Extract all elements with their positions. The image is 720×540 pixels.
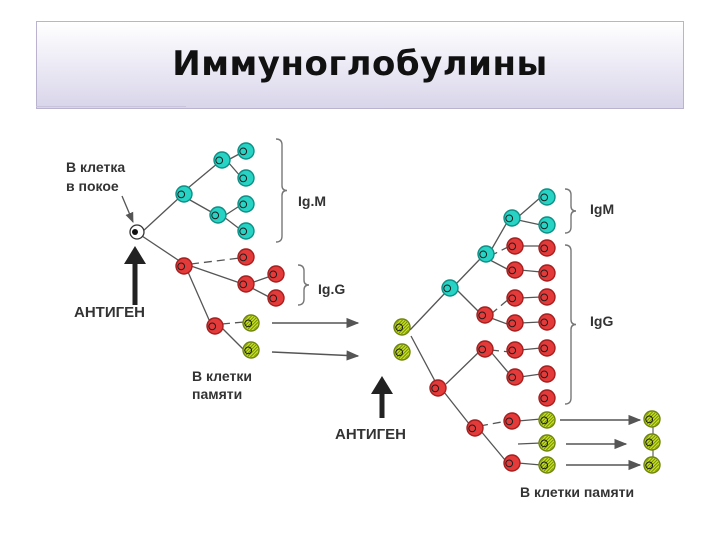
cyan-cell: [539, 217, 555, 233]
connector-line: [455, 258, 481, 285]
connector-line: [188, 163, 218, 188]
connector-line: [411, 336, 436, 383]
arrow: [272, 352, 358, 356]
hatch-line: [628, 434, 644, 450]
cyan-cell: [210, 207, 226, 223]
cyan-cell: [442, 280, 458, 296]
connector-line: [190, 200, 213, 213]
bracket: [565, 245, 576, 404]
connector-line: [191, 266, 240, 283]
red-cell: [268, 266, 284, 282]
cyan-cell: [504, 210, 520, 226]
antigen-right-label: АНТИГЕН: [335, 426, 406, 443]
red-cell: [507, 369, 523, 385]
connector-line: [222, 322, 244, 324]
red-cell: [268, 290, 284, 306]
hatch-line: [660, 411, 676, 427]
resting-b-label-line1: В клетка: [66, 159, 125, 175]
red-cell: [539, 366, 555, 382]
red-cell: [539, 314, 555, 330]
connector-line: [446, 350, 481, 384]
cyan-cell: [238, 223, 254, 239]
red-cell: [507, 315, 523, 331]
connector-line: [191, 258, 240, 264]
red-cell: [238, 249, 254, 265]
cyan-cell: [176, 186, 192, 202]
cyan-cell: [238, 196, 254, 212]
antigen-arrow-right-head: [371, 376, 393, 394]
igg-right-label: IgG: [590, 313, 613, 329]
red-cell: [504, 455, 520, 471]
connector-line: [490, 260, 509, 270]
red-cell: [539, 390, 555, 406]
red-cell: [539, 340, 555, 356]
connector-line: [410, 292, 446, 330]
cyan-cell: [238, 170, 254, 186]
memory-right-label: В клетки памяти: [520, 484, 634, 500]
cyan-cell: [238, 143, 254, 159]
connector-line: [518, 463, 541, 465]
igm-left-label: Ig.M: [298, 193, 326, 209]
hatch-line: [555, 435, 571, 451]
red-cell: [507, 262, 523, 278]
bracket: [565, 189, 576, 233]
resting-b-cell-nucleus: [132, 229, 138, 235]
connector-line: [480, 430, 505, 460]
red-cell: [504, 413, 520, 429]
cyan-cell: [478, 246, 494, 262]
connector-line: [518, 419, 541, 421]
connector-line: [222, 328, 244, 350]
bracket: [298, 265, 309, 305]
resting-b-label-line2: в покое: [66, 178, 119, 194]
hatch-line: [227, 342, 243, 358]
red-cell: [238, 276, 254, 292]
hatch-line: [660, 434, 676, 450]
red-cell: [207, 318, 223, 334]
connector-line: [188, 272, 210, 322]
red-cell: [507, 238, 523, 254]
red-cell: [539, 240, 555, 256]
antigen-left-label: АНТИГЕН: [74, 304, 145, 321]
connector-line: [142, 197, 180, 232]
connector-line: [142, 236, 181, 262]
hatch-line: [410, 344, 426, 360]
cyan-cell: [214, 152, 230, 168]
red-cell: [539, 289, 555, 305]
hatch-line: [660, 457, 676, 473]
connector-line: [518, 197, 541, 217]
red-cell: [539, 265, 555, 281]
connector-line: [456, 289, 480, 313]
hatch-line: [628, 411, 644, 427]
red-cell: [507, 290, 523, 306]
antigen-arrow-left-head: [124, 246, 146, 264]
hatch-line: [378, 319, 394, 335]
memory-left-label-line2: памяти: [192, 386, 242, 402]
connector-line: [518, 220, 541, 225]
red-cell: [176, 258, 192, 274]
igg-left-label: Ig.G: [318, 281, 345, 297]
red-cell: [477, 307, 493, 323]
hatch-line: [378, 344, 394, 360]
bracket: [276, 139, 287, 242]
cyan-cell: [539, 189, 555, 205]
red-cell: [430, 380, 446, 396]
hatch-line: [259, 342, 275, 358]
connector-line: [480, 421, 507, 426]
red-cell: [507, 342, 523, 358]
igm-right-label: IgM: [590, 201, 614, 217]
connector-line: [518, 443, 541, 444]
red-cell: [467, 420, 483, 436]
arrow: [122, 196, 133, 222]
connector-line: [444, 392, 470, 425]
red-cell: [477, 341, 493, 357]
memory-left-label-line1: В клетки: [192, 368, 252, 384]
